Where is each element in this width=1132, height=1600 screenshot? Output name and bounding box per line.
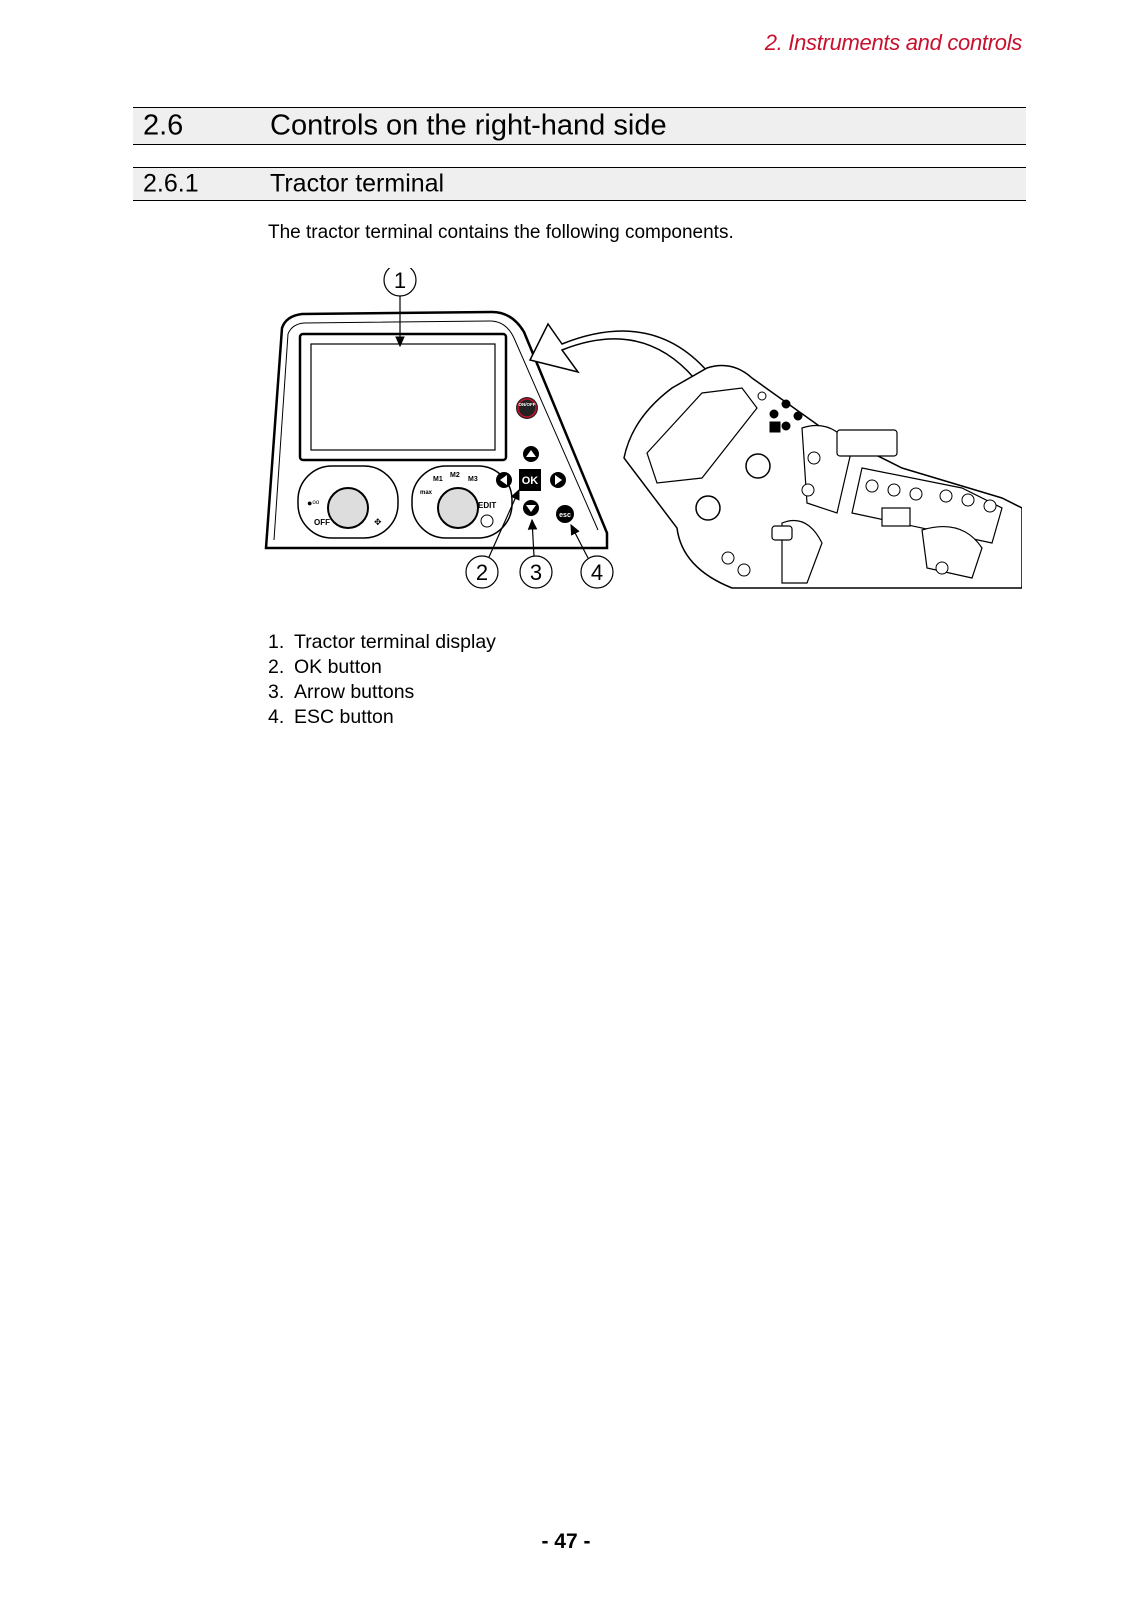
edit-label: EDIT bbox=[478, 501, 496, 510]
ok-button[interactable]: OK bbox=[519, 469, 541, 491]
page-number: - 47 - bbox=[541, 1530, 591, 1553]
armrest-console bbox=[623, 364, 1022, 589]
m3-label: M3 bbox=[468, 476, 478, 483]
callout-2: 2 bbox=[465, 488, 520, 589]
chapter-header: 2. Instruments and controls bbox=[764, 30, 1023, 55]
section-number: 2.6 bbox=[143, 109, 184, 142]
legend-item: 1. Tractor terminal display bbox=[268, 631, 496, 653]
svg-text:4: 4 bbox=[591, 560, 603, 585]
legend-item: 4. ESC button bbox=[268, 706, 394, 728]
svg-text:1: 1 bbox=[394, 268, 406, 293]
m2-label: M2 bbox=[450, 472, 460, 479]
tractor-icon: ●ᵒᵒ bbox=[307, 498, 320, 508]
subsection-heading: 2.6.1 Tractor terminal bbox=[133, 167, 1026, 201]
esc-label: esc bbox=[559, 512, 571, 519]
section-heading: 2.6 Controls on the right-hand side bbox=[133, 107, 1026, 145]
tractor-terminal-figure: OFF M1 M2 M3 EDIT max ●ᵒᵒ ✥ ON/OFF OK es… bbox=[264, 268, 1022, 589]
on-off-button[interactable]: ON/OFF bbox=[516, 397, 538, 419]
left-dial bbox=[327, 487, 369, 529]
right-arrow-icon bbox=[555, 475, 562, 485]
joystick-icon: ✥ bbox=[374, 517, 382, 527]
legend-item: 3. Arrow buttons bbox=[268, 681, 415, 703]
svg-text:2: 2 bbox=[476, 560, 488, 585]
fan-icon bbox=[480, 514, 494, 528]
left-arrow-icon bbox=[500, 475, 507, 485]
component-legend: 1. Tractor terminal display 2. OK button… bbox=[268, 630, 496, 730]
up-arrow-icon bbox=[526, 450, 536, 457]
svg-text:3: 3 bbox=[530, 560, 542, 585]
max-label: max bbox=[420, 490, 433, 496]
subsection-title: Tractor terminal bbox=[270, 169, 445, 198]
terminal-panel: OFF M1 M2 M3 EDIT max ●ᵒᵒ ✥ bbox=[264, 310, 609, 550]
on-off-label: ON/OFF bbox=[519, 402, 536, 407]
section-title: Controls on the right-hand side bbox=[270, 109, 667, 142]
subsection-number: 2.6.1 bbox=[143, 169, 199, 198]
callout-4: 4 bbox=[570, 523, 614, 589]
ok-label: OK bbox=[522, 475, 539, 487]
callout-1: 1 bbox=[383, 268, 417, 348]
location-arrow bbox=[528, 322, 710, 379]
down-arrow-icon bbox=[526, 505, 536, 512]
m1-label: M1 bbox=[433, 476, 443, 483]
legend-item: 2. OK button bbox=[268, 656, 382, 678]
esc-button[interactable]: esc bbox=[556, 505, 574, 523]
callout-3: 3 bbox=[519, 518, 553, 589]
intro-paragraph: The tractor terminal contains the follow… bbox=[268, 222, 734, 243]
off-label: OFF bbox=[314, 518, 330, 527]
right-dial bbox=[437, 487, 479, 529]
